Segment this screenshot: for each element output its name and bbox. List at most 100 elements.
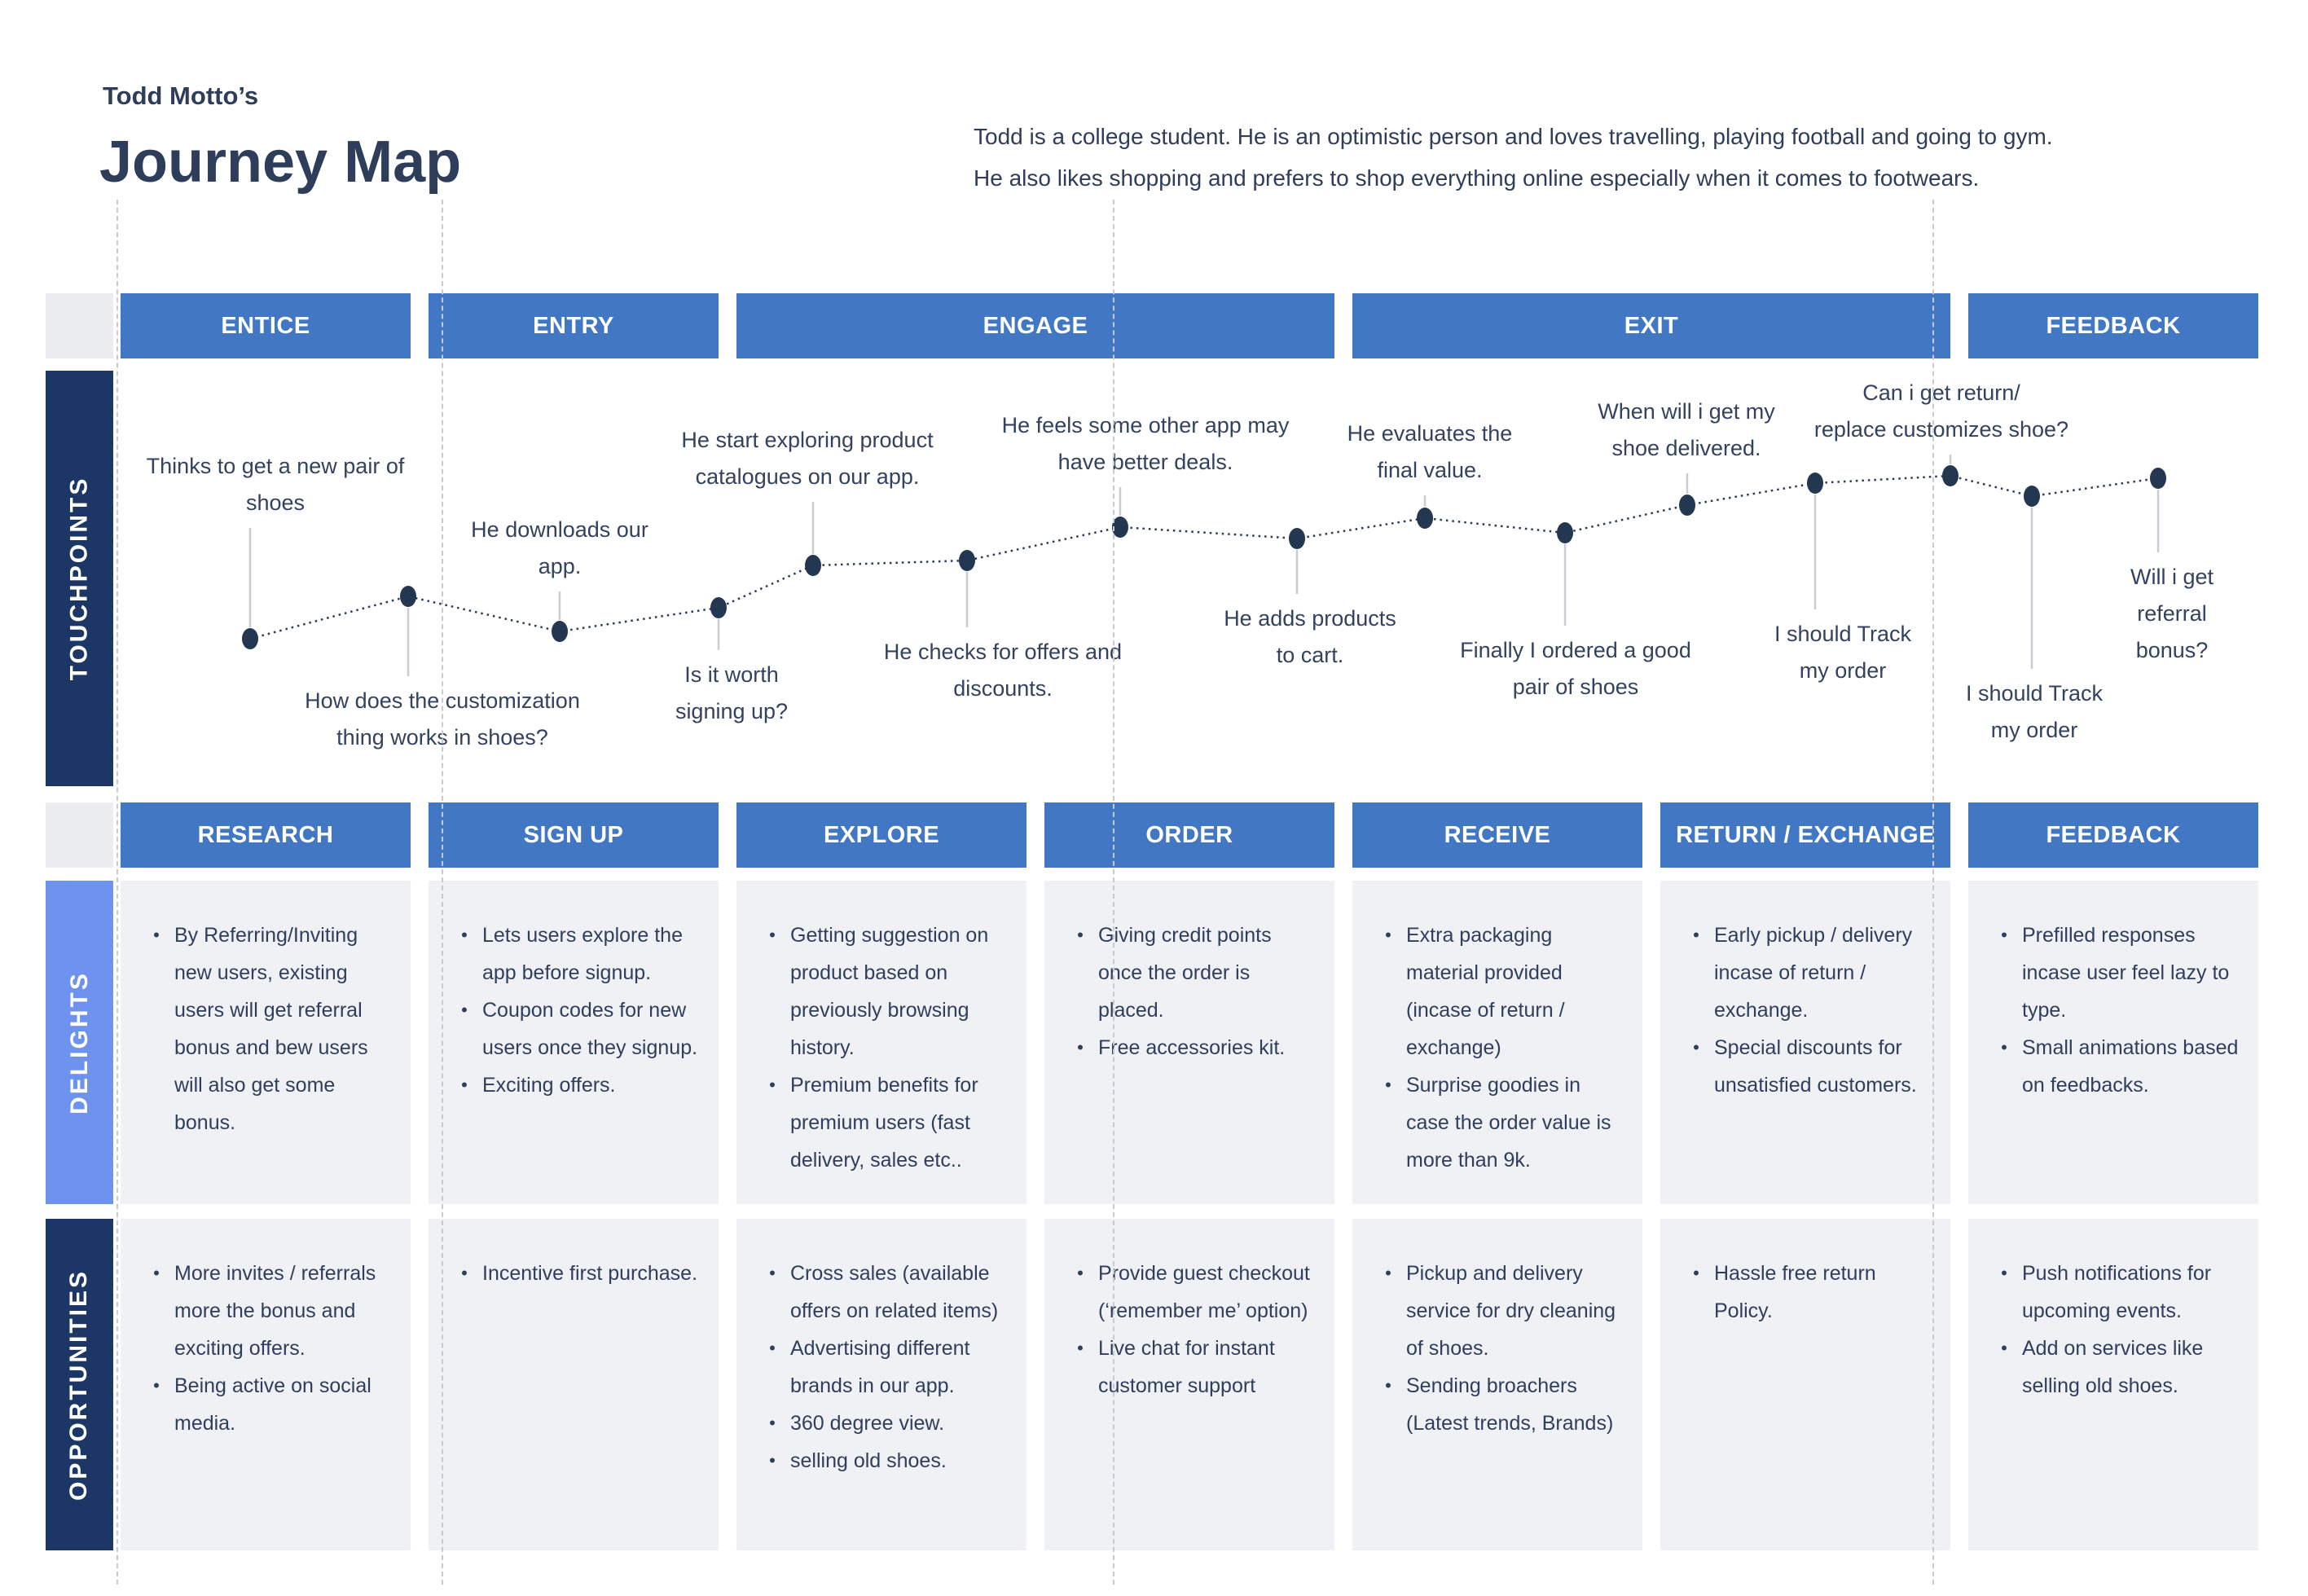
bullet-item: • Exciting offers. [446,1066,699,1104]
touchpoint-label: He downloads our app. [471,517,648,578]
page-title: Journey Map [99,130,462,195]
bullet-text: Exciting offers. [482,1074,616,1097]
bullet-item: •By Referring/Inviting new users, existi… [138,917,391,1141]
delights-cell: •Lets users explore the app before signu… [429,881,719,1204]
bullet-dot: • [1077,925,1084,945]
bullet-item: •Incentive first purchase. [446,1255,699,1292]
touchpoint-dot [552,621,568,642]
bullet-item: •Special discounts for unsatisfied custo… [1678,1029,1931,1104]
bullet-text: Giving credit points once the order is p… [1098,924,1272,1022]
stage-header-sign-up: SIGN UP [429,802,719,868]
bullet-text: Provide guest checkout (‘remember me’ op… [1098,1262,1310,1322]
bullet-item: • Advertising different brands in our app… [754,1330,1007,1405]
bullet-dot: • [769,925,776,945]
touchpoint-label: Can i get return/ replace customizes sho… [1813,380,2069,442]
bullet-dot: • [1385,1263,1391,1283]
stage-header-receive: RECEIVE [1352,802,1642,868]
bullet-text: Coupon codes for new users once they sig… [482,999,698,1059]
phase-header-exit: EXIT [1352,293,1950,358]
touchpoint-dot [1942,465,1959,486]
dashed-guide-line [1113,200,1114,1585]
bullet-item: •Free accessories kit. [1062,1029,1315,1066]
row-label-text: TOUCHPOINTS [65,476,93,681]
bullet-dot: • [461,925,468,945]
bullet-text: Add on services like selling old shoes. [2022,1337,2204,1397]
bullet-text: Push notifications for upcoming events. [2022,1262,2212,1322]
persona-description-line: He also likes shopping and prefers to sh… [974,165,1980,191]
bullet-text: Live chat for instant customer support [1098,1337,1275,1397]
bullet-dot: • [1385,925,1391,945]
phase-header-feedback: FEEDBACK [1968,293,2258,358]
bullet-text: Getting suggestion on product based on p… [790,924,989,1059]
touchpoint-label: He evaluates the final value. [1347,421,1513,482]
touchpoint-label: I should Track my order [1774,622,1912,683]
bullet-text: By Referring/Inviting new users, existin… [174,924,368,1134]
touchpoint-label: He feels some other app may have better … [1001,413,1290,474]
bullet-dot: • [153,1375,160,1396]
opportunities-cell: • Push notifications for upcoming events.… [1968,1219,2258,1550]
bullet-item: •Extra packaging material provided (inca… [1370,917,1623,1066]
bullet-dot: • [461,1075,468,1095]
touchpoint-dot [400,586,416,607]
bullet-text: 360 degree view. [790,1412,945,1435]
bullet-dot: • [2001,925,2007,945]
phase-header-entice: ENTICE [121,293,411,358]
touchpoint-label: When will i get my shoe delivered. [1598,399,1775,460]
touchpoint-label: I should Track my order [1965,681,2104,742]
touchpoint-dot [1289,528,1305,549]
stage-header-research: RESEARCH [121,802,411,868]
row-spacer [46,293,113,358]
stage-header-explore: EXPLORE [736,802,1027,868]
delights-cell: •By Referring/Inviting new users, existi… [121,881,411,1204]
opportunities-cell: • Hassle free return Policy. [1660,1219,1950,1550]
bullet-text: Early pickup / delivery incase of return… [1714,924,1913,1022]
bullet-dot: • [1693,1263,1699,1283]
bullet-dot: • [1693,1037,1699,1057]
touchpoint-label: He checks for offers and discounts. [883,640,1123,701]
bullet-item: •Add on services like selling old shoes. [1986,1330,2239,1405]
bullet-dot: • [1077,1263,1084,1283]
bullet-dot: • [461,1263,468,1283]
bullet-item: • More invites / referrals more the bonus… [138,1255,391,1367]
bullet-text: Advertising different brands in our app. [790,1337,970,1397]
bullet-dot: • [1385,1075,1391,1095]
bullet-text: Cross sales (available offers on related… [790,1262,999,1322]
bullet-text: selling old shoes. [790,1449,947,1472]
bullet-item: •Being active on social media. [138,1367,391,1442]
opportunities-cell: • Provide guest checkout (‘remember me’ o… [1044,1219,1334,1550]
bullet-dot: • [153,1263,160,1283]
bullet-text: Hassle free return Policy. [1714,1262,1876,1322]
bullet-dot: • [1077,1338,1084,1358]
persona-description-line: Todd is a college student. He is an opti… [974,124,2053,149]
bullet-dot: • [769,1338,776,1358]
opportunities-cell: •Incentive first purchase. [429,1219,719,1550]
bullet-item: •Coupon codes for new users once they si… [446,991,699,1066]
bullet-text: Premium benefits for premium users (fast… [790,1074,978,1172]
bullet-text: More invites / referrals more the bonus … [174,1262,376,1360]
bullet-item: •Surprise goodies in case the order valu… [1370,1066,1623,1179]
touchpoint-label: Thinks to get a new pair of shoes [146,454,405,515]
touchpoint-dot [2024,486,2040,507]
bullet-item: • Getting suggestion on product based on … [754,917,1007,1066]
bullet-text: Prefilled responses incase user feel laz… [2022,924,2230,1022]
touchpoint-label: Finally I ordered a good pair of shoes [1460,638,1691,699]
bullet-dot: • [1077,1037,1084,1057]
row-label-opportunities: OPPORTUNITIES [46,1219,113,1550]
delights-cell: • Giving credit points once the order is … [1044,881,1334,1204]
bullet-item: • Giving credit points once the order is … [1062,917,1315,1029]
poster-pretitle: Todd Motto’s [103,81,259,110]
bullet-item: •Small animations based on feedbacks. [1986,1029,2239,1104]
dashed-guide-line [116,200,118,1585]
bullet-item: •Cross sales (available offers on relate… [754,1255,1007,1330]
touchpoint-label: How does the customization thing works i… [305,688,580,750]
touchpoint-dot [1417,508,1433,529]
bullet-dot: • [2001,1263,2007,1283]
touchpoint-dot [1112,517,1128,538]
row-label-delights: DELIGHTS [46,881,113,1204]
touchpoint-label: He adds products to cart. [1224,606,1396,667]
bullet-dot: • [1385,1375,1391,1396]
touchpoint-dot [2150,468,2166,489]
delights-cell: •Extra packaging material provided (inca… [1352,881,1642,1204]
touchpoint-dot [1679,495,1695,516]
bullet-item: •Sending broachers (Latest trends, Brand… [1370,1367,1623,1442]
